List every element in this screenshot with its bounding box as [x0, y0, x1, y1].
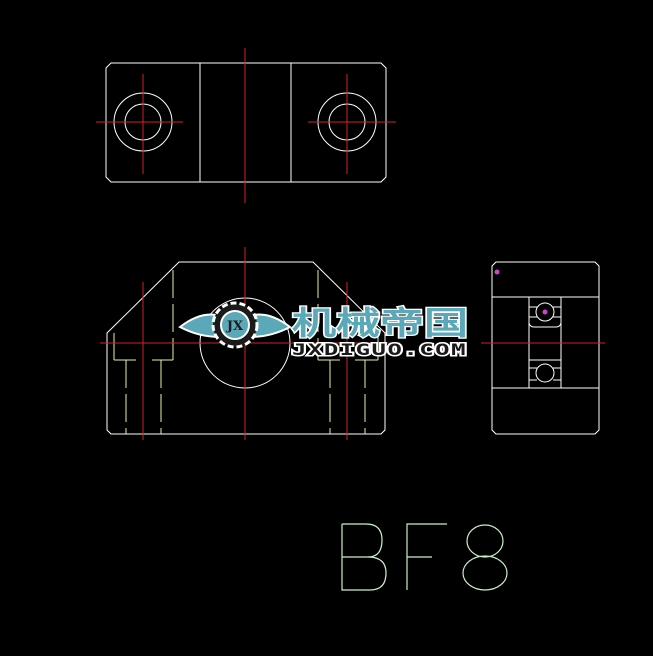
top-view-outline: [105, 62, 387, 183]
top-view: [96, 48, 396, 203]
watermark-logo: JX 机械帝国 JXDIGUO.COM: [178, 301, 469, 361]
side-top-hole: [535, 302, 555, 322]
emblem-text: JX: [226, 319, 244, 334]
side-view-outline: [491, 261, 600, 435]
side-view-edge: [528, 322, 562, 328]
side-view: [481, 261, 605, 435]
side-bottom-hole: [535, 363, 555, 383]
marker-dot: [494, 269, 500, 275]
front-view: [100, 247, 400, 440]
front-view-outline: [106, 261, 386, 435]
watermark-title: 机械帝国: [292, 304, 468, 342]
marker-dot: [542, 309, 548, 315]
part-label-bf8: [341, 523, 508, 591]
emblem-circle: [220, 310, 250, 340]
watermark-site: JXDIGUO.COM: [292, 340, 467, 359]
